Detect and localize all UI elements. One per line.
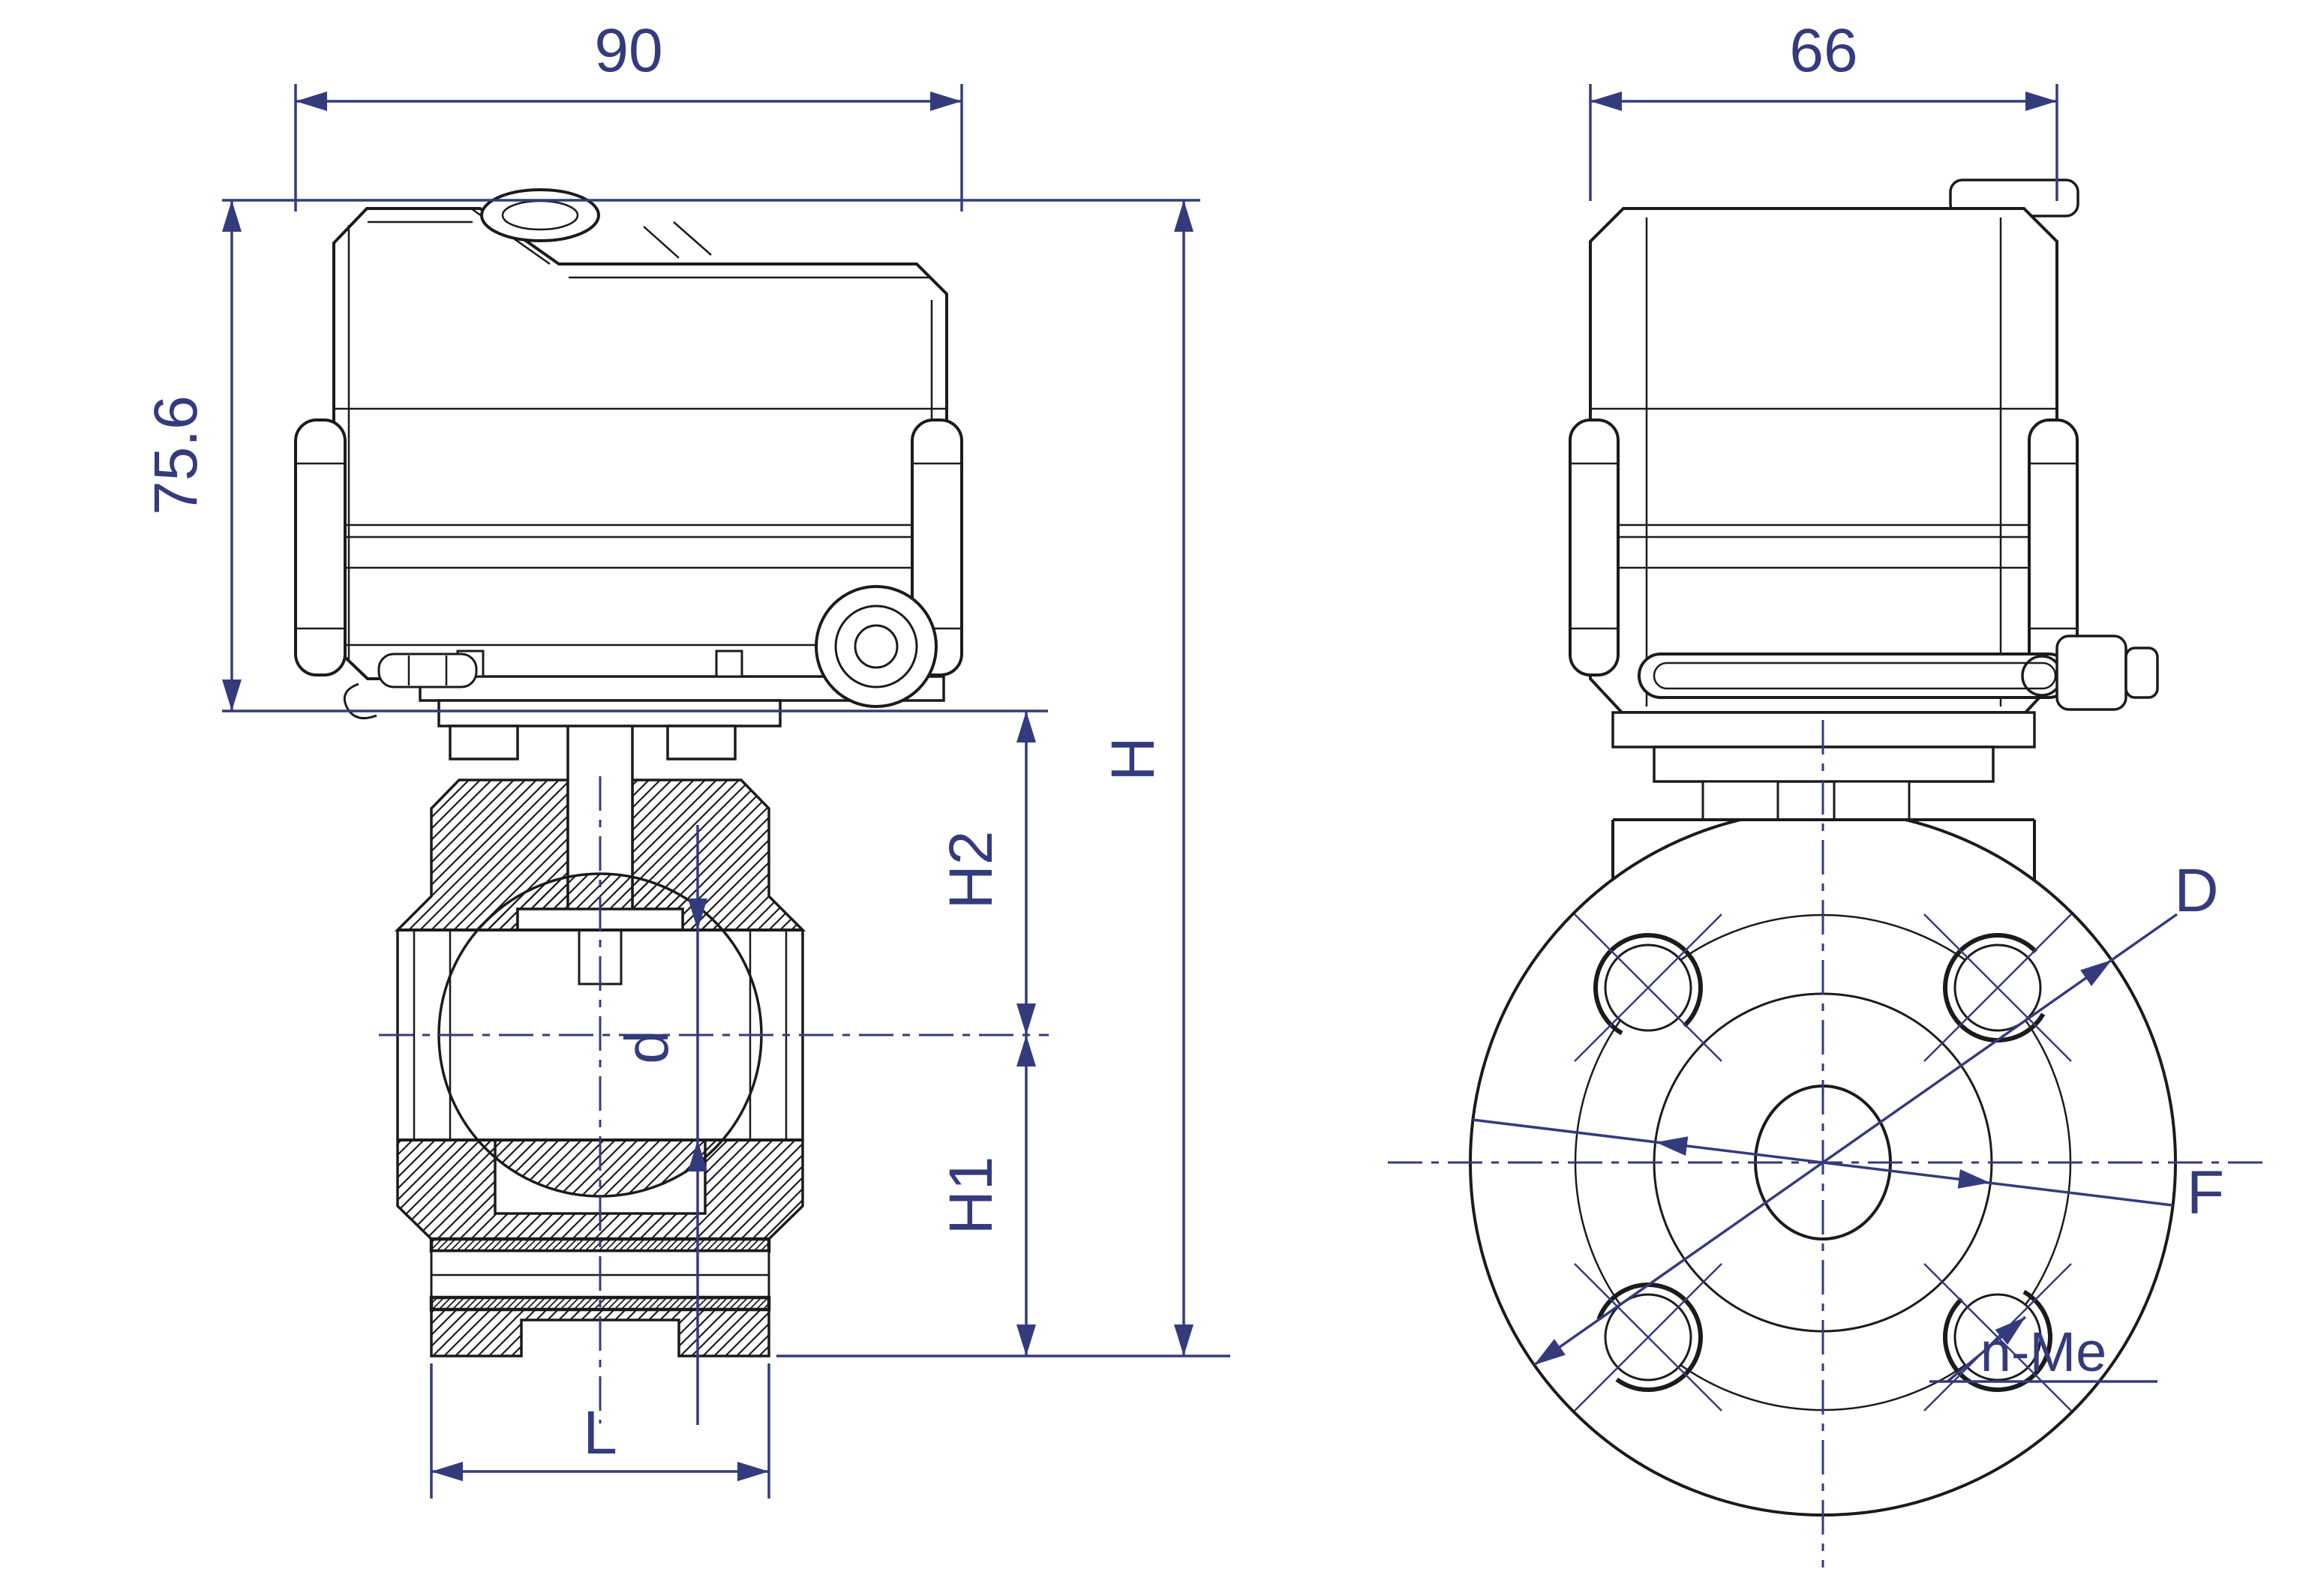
label-66: 66 xyxy=(1789,16,1857,85)
actuator-dome-cap xyxy=(480,188,600,242)
dimension-labels: 90 66 75.6 H2 H1 H L d D F n-Me xyxy=(142,16,2224,1467)
side-connector xyxy=(2055,634,2127,711)
manual-override-pin xyxy=(377,652,478,688)
cable-gland xyxy=(815,585,938,708)
latch-bar xyxy=(1638,652,2072,699)
dim-face-to-face xyxy=(430,1364,770,1498)
label-l: L xyxy=(583,1399,617,1467)
left-view-actuator xyxy=(294,188,963,760)
label-d: d xyxy=(613,1030,681,1064)
clip-left-front xyxy=(1569,418,1620,676)
actuator-housing-front xyxy=(1589,207,2058,714)
label-h2: H2 xyxy=(937,831,1005,910)
dimensions xyxy=(222,84,2178,1498)
label-n-me: n-Me xyxy=(1980,1321,2107,1383)
dim-actuator-height xyxy=(222,199,1200,712)
label-face-f: F xyxy=(2187,1159,2224,1227)
label-75-6: 75.6 xyxy=(142,395,210,515)
dim-actuator-depth xyxy=(1589,84,2058,201)
dim-actuator-width xyxy=(294,84,963,212)
dim-h2-h1 xyxy=(776,711,1230,1358)
label-h: H xyxy=(1099,736,1167,781)
label-h1: H1 xyxy=(937,1156,1005,1235)
actuator-clip-left xyxy=(294,418,347,676)
right-view-actuator xyxy=(1569,178,2159,714)
label-flange-d: D xyxy=(2174,856,2218,925)
dim-raised-face-diameter xyxy=(1472,1118,2173,1207)
label-90: 90 xyxy=(594,16,662,85)
